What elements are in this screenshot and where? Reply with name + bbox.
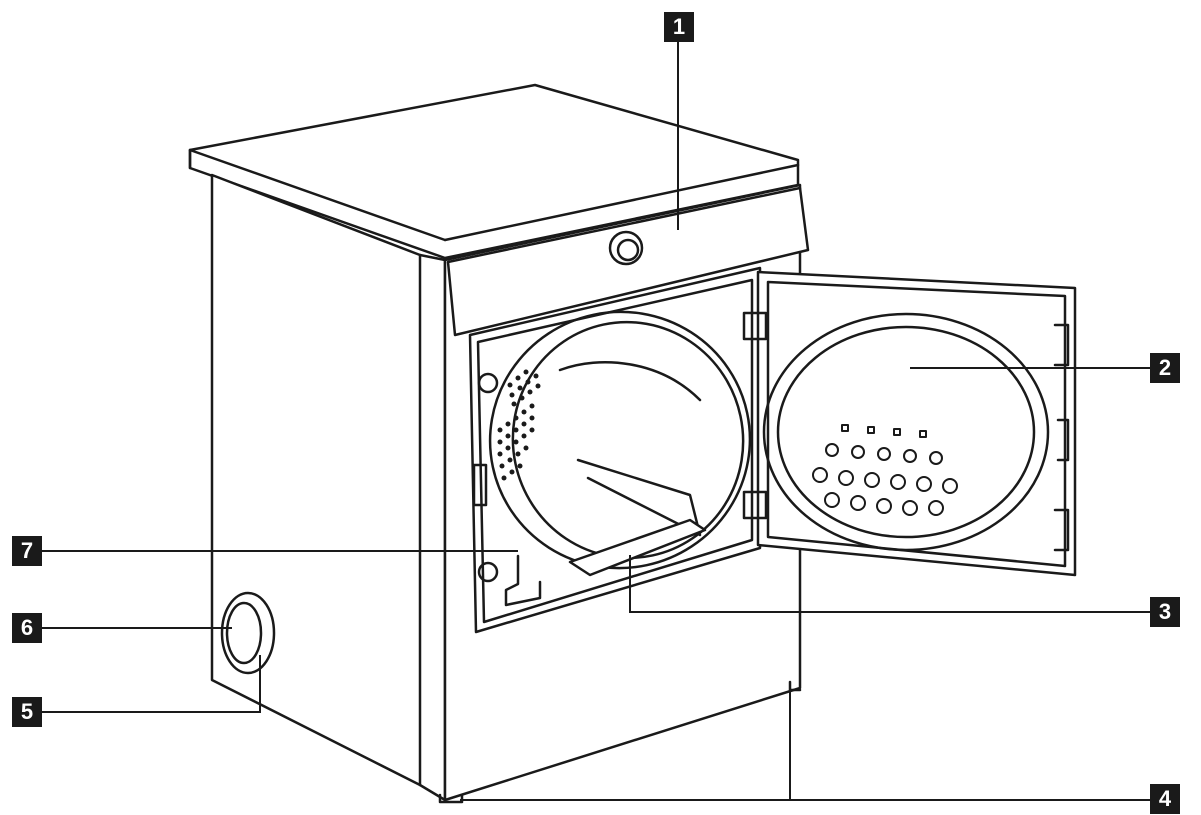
callout-5: 5 <box>12 697 42 727</box>
callout-6: 6 <box>12 613 42 643</box>
door-latch-mid <box>1056 418 1070 462</box>
program-knob-inner <box>616 238 640 262</box>
callout-7: 7 <box>12 536 42 566</box>
side-panel-inner-edge <box>418 253 447 802</box>
callout-4: 4 <box>1150 784 1180 814</box>
door-hinge-bottom <box>742 490 768 520</box>
door <box>756 270 1077 577</box>
front-panel <box>443 183 802 802</box>
leader-line-3 <box>629 555 1150 613</box>
drum-floor <box>576 458 702 537</box>
drum-opening-inner <box>511 320 745 560</box>
door-latch-bottom <box>1053 508 1070 552</box>
door-perforations <box>812 424 958 516</box>
recess-fitting-bottom <box>477 561 499 583</box>
worktop-edge-left <box>188 148 447 242</box>
side-panel <box>210 173 422 787</box>
door-window-inner <box>776 325 1036 539</box>
callout-3: 3 <box>1150 597 1180 627</box>
drum-vane-upper <box>507 369 541 407</box>
worktop-edge <box>443 163 800 242</box>
callout-1: 1 <box>664 12 694 42</box>
leader-line-5 <box>40 655 261 713</box>
door-recess <box>468 266 762 634</box>
foot-front <box>438 793 464 804</box>
door-hinge-top <box>742 311 768 341</box>
door-window-outer <box>762 312 1050 552</box>
lint-filter <box>568 518 707 577</box>
condensate-outlet-inner <box>225 601 263 665</box>
door-latch-top <box>1053 323 1070 367</box>
filter-slot <box>504 554 542 607</box>
callout-2: 2 <box>1150 353 1180 383</box>
drum-back-line <box>558 361 702 402</box>
drum-vane-lower <box>497 403 535 481</box>
control-panel <box>446 186 810 337</box>
program-knob-outer <box>608 230 644 266</box>
condensate-outlet-outer <box>220 591 276 675</box>
door-rim <box>766 280 1067 568</box>
recess-fitting-mid <box>472 463 488 507</box>
drum-opening-outer <box>488 310 752 570</box>
recess-fitting-top <box>477 372 499 394</box>
leader-line-4 <box>460 690 1150 801</box>
door-recess-inner <box>476 278 754 624</box>
